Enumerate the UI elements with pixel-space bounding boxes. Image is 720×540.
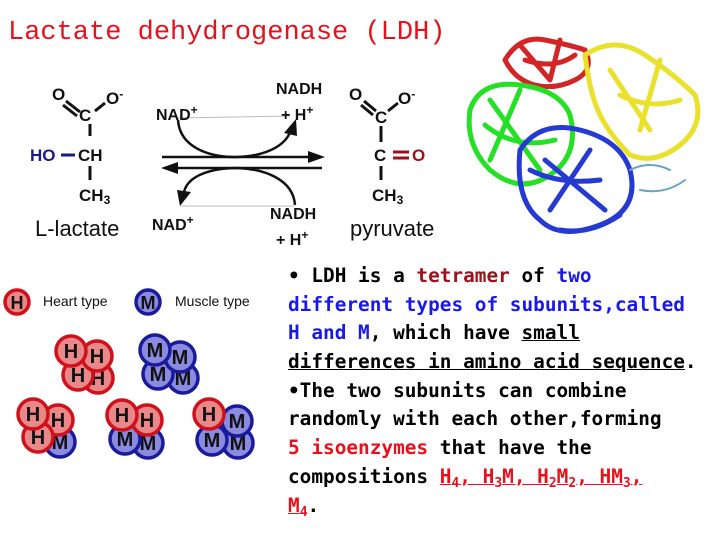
text-line: •The two subunits can combine	[288, 379, 627, 402]
subunit-letter: H	[26, 404, 40, 426]
bond	[62, 103, 78, 118]
muscle-legend-icon	[134, 288, 162, 316]
subunit-letter: H	[51, 410, 65, 432]
heart-legend-icon	[3, 288, 31, 316]
subunit-letter: M	[230, 433, 247, 455]
nadh-top: NADH	[276, 81, 323, 98]
subunit-letter: H	[202, 404, 216, 426]
subunit-letter: H	[64, 341, 78, 363]
text-line: compositions H4, H3M, H2M2, HM3,	[288, 465, 643, 491]
arrowhead	[177, 190, 191, 206]
text-line: differences in amino acid sequence.	[288, 350, 697, 373]
atom-o-carbonyl: O	[412, 146, 426, 165]
text-line: 5 isoenzymes that have the	[288, 436, 592, 459]
heart-subunit	[16, 397, 50, 431]
nad-bottom: NAD+	[152, 213, 194, 234]
arrowhead	[161, 162, 178, 174]
subunit-letter: M	[141, 293, 156, 313]
bond	[94, 101, 106, 113]
text-line: • LDH is a tetramer of two	[288, 264, 592, 287]
methyl-group: CH3	[372, 186, 404, 207]
subunit-letter: M	[147, 340, 164, 362]
subunit-letter: H	[71, 365, 85, 387]
subunit-letter: M	[140, 433, 157, 455]
subunit-letter: H	[90, 346, 104, 368]
nadh-bottom: NADH	[270, 206, 317, 223]
text-line: M4.	[288, 494, 320, 520]
nad-top: NAD+	[156, 103, 198, 124]
atom-o-minus: O-	[106, 87, 124, 108]
text-line: randomly with each other,forming	[288, 407, 662, 430]
subunit-letter: M	[172, 347, 189, 369]
curved-arrow-top	[176, 119, 293, 159]
atom-o: O	[52, 85, 66, 104]
arrowhead	[308, 151, 325, 163]
subunit-letter: H	[115, 405, 129, 427]
l-lactate-label: L-lactate	[35, 216, 120, 241]
curved-arrow-bottom	[182, 166, 297, 206]
text-line: H and M, which have small	[288, 321, 580, 344]
subunit-letter: M	[229, 411, 246, 433]
pyruvate-label: pyruvate	[350, 216, 435, 241]
subunit-letter: M	[204, 430, 221, 452]
atom-o: O	[349, 85, 363, 104]
heart-type-label: Heart type	[43, 293, 108, 309]
muscle-type-label: Muscle type	[175, 293, 250, 309]
heart-subunit	[192, 397, 226, 431]
muscle-subunit	[138, 333, 172, 367]
hydroxyl-group: HO	[30, 146, 56, 165]
heart-subunit	[105, 398, 139, 432]
heart-subunit	[54, 334, 88, 368]
subunit-letter: H	[140, 410, 154, 432]
atom-c-carbonyl: C	[374, 146, 387, 165]
subunit-letter: M	[117, 429, 134, 451]
subunit-letter: H	[31, 427, 45, 449]
atom-c: C	[375, 108, 388, 127]
subunit-letter: M	[150, 364, 167, 386]
h-plus-top: + H+	[281, 103, 314, 124]
bond	[360, 103, 374, 117]
ch-group: CH	[78, 146, 103, 165]
slide-title: Lactate dehydrogenase (LDH)	[8, 18, 446, 48]
atom-o-minus: O-	[398, 87, 416, 108]
subunit-letter: H	[11, 293, 24, 313]
subunit-letter: M	[52, 432, 69, 454]
ldh-protein-structure	[466, 36, 701, 234]
h-plus-bottom: + H+	[276, 228, 309, 249]
bond	[65, 99, 81, 114]
bond	[387, 101, 399, 113]
methyl-group: CH3	[79, 186, 111, 207]
bond	[363, 99, 377, 113]
atom-c: C	[79, 106, 92, 125]
arrowhead	[284, 119, 297, 136]
text-line: different types of subunits,called	[288, 293, 685, 316]
